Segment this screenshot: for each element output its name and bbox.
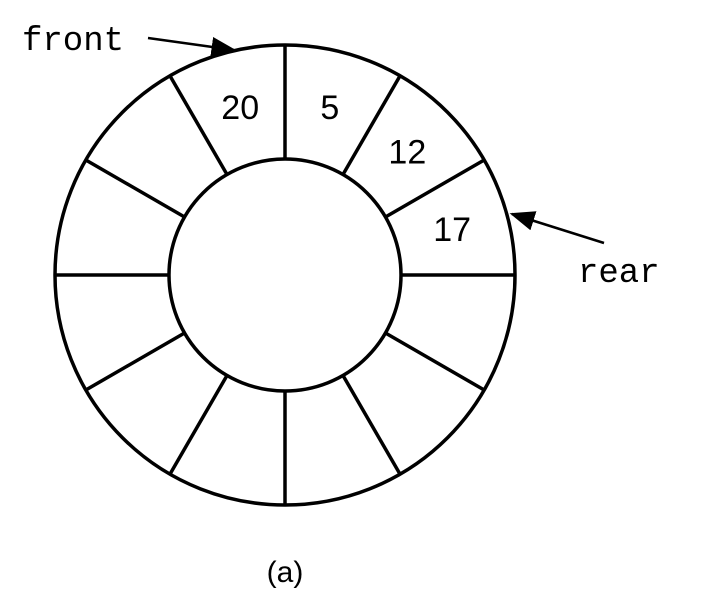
caption: (a) — [267, 556, 304, 589]
slot-value: 20 — [221, 89, 259, 127]
slot-divider — [384, 158, 486, 219]
slot-value: 17 — [433, 211, 471, 249]
slot-divider — [341, 374, 402, 476]
front-label: front — [22, 23, 124, 61]
slot-divider — [341, 74, 402, 176]
slot-divider — [84, 158, 186, 219]
slot-value: 12 — [388, 134, 426, 172]
slot-divider — [84, 331, 186, 392]
slot-divider — [168, 74, 229, 176]
slot-values: 5 12 17 20 — [221, 89, 471, 249]
front-arrow — [147, 36, 237, 57]
rear-arrow — [509, 211, 605, 245]
inner-ring — [167, 157, 403, 393]
slot-divider — [168, 374, 229, 476]
rear-label: rear — [578, 255, 660, 293]
slot-dividers — [55, 45, 515, 505]
slot-value: 5 — [320, 89, 339, 127]
slot-divider — [384, 331, 486, 392]
